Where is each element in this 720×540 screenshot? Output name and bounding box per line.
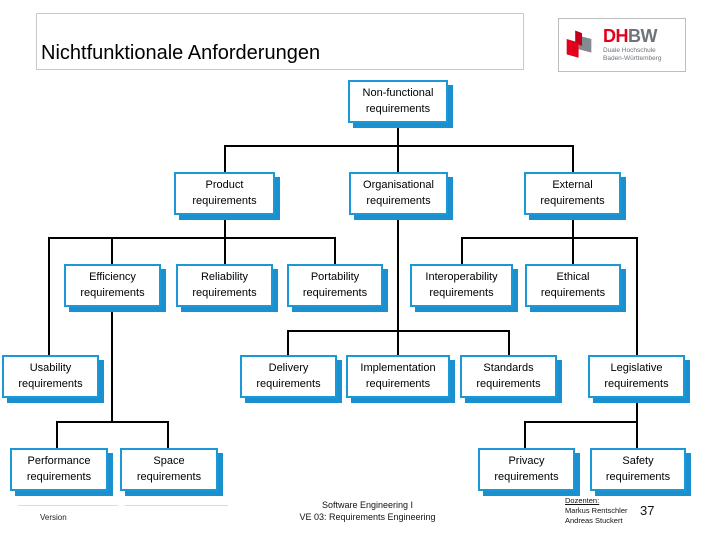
node-implementation-requirements: Implementation requirements [346, 355, 450, 398]
connector-efficiency-bar [56, 421, 169, 423]
connector-drop-delivery [287, 330, 289, 355]
page-number: 37 [640, 503, 655, 518]
page-title: Nichtfunktionale Anforderungen [41, 42, 321, 64]
node-safety-requirements: Safety requirements [590, 448, 686, 491]
dhbw-wordmark: DHBW [603, 27, 662, 45]
footer-course-line2: VE 03: Requirements Engineering [299, 511, 436, 522]
connector-drop-external [572, 145, 574, 172]
footer-lecturer-1: Markus Rentschler [565, 505, 628, 515]
connector-drop-product [224, 145, 226, 172]
footer-lecturers: Dozenten: Markus Rentschler Andreas Stuc… [565, 496, 628, 525]
footer-lecturer-2: Andreas Stuckert [565, 515, 623, 525]
connector-product-stem [224, 215, 226, 237]
connector-organisational-stem [397, 215, 399, 330]
connector-efficiency-stem [111, 307, 113, 421]
title-placeholder: Nichtfunktionale Anforderungen [36, 13, 524, 70]
connector-drop-privacy [524, 421, 526, 448]
connector-drop-portability [334, 237, 336, 264]
dhbw-subtitle: Duale Hochschule Baden-Württemberg [603, 47, 662, 63]
node-product-requirements: Product requirements [174, 172, 275, 215]
node-standards-requirements: Standards requirements [460, 355, 557, 398]
node-usability-requirements: Usability requirements [2, 355, 99, 398]
node-ethical-requirements: Ethical requirements [525, 264, 621, 307]
node-organisational-requirements: Organisational requirements [349, 172, 448, 215]
connector-root-stem [397, 123, 399, 145]
connector-drop-implementation [397, 330, 399, 355]
dhbw-wordmark-dh: DH [603, 25, 629, 46]
node-interoperability-requirements: Interoperability requirements [410, 264, 513, 307]
footer-divider-left [18, 505, 118, 506]
footer-divider-right [125, 505, 228, 506]
node-performance-requirements: Performance requirements [10, 448, 108, 491]
connector-drop-space [167, 421, 169, 448]
footer-course-info: Software Engineering I VE 03: Requiremen… [250, 500, 485, 523]
connector-drop-usability [48, 237, 50, 355]
node-space-requirements: Space requirements [120, 448, 218, 491]
node-portability-requirements: Portability requirements [287, 264, 383, 307]
connector-drop-interoperability [461, 237, 463, 264]
dhbw-subtitle-line1: Duale Hochschule [603, 46, 656, 54]
node-reliability-requirements: Reliability requirements [176, 264, 273, 307]
footer-course-line1: Software Engineering I [321, 500, 414, 510]
connector-drop-efficiency [111, 237, 113, 264]
footer-version-label: Version [40, 513, 67, 522]
dhbw-logo-text: DHBW Duale Hochschule Baden-Württemberg [603, 27, 662, 63]
connector-drop-organisational [397, 145, 399, 172]
connector-product-bar [48, 237, 336, 239]
node-delivery-requirements: Delivery requirements [240, 355, 337, 398]
node-non-functional-requirements: Non-functional requirements [348, 80, 448, 123]
node-external-requirements: External requirements [524, 172, 621, 215]
connector-drop-legislative [636, 237, 638, 355]
connector-external-bar [461, 237, 638, 239]
connector-level2-bar [225, 145, 574, 147]
node-privacy-requirements: Privacy requirements [478, 448, 575, 491]
connector-external-stem [572, 215, 574, 237]
connector-drop-reliability [224, 237, 226, 264]
connector-legislative-bar [524, 421, 638, 423]
dhbw-wordmark-bw: BW [628, 25, 658, 46]
dhbw-subtitle-line2: Baden-Württemberg [603, 55, 662, 62]
dhbw-logo-mark [566, 30, 592, 58]
node-legislative-requirements: Legislative requirements [588, 355, 685, 398]
connector-drop-performance [56, 421, 58, 448]
connector-legislative-stem [636, 398, 638, 448]
node-efficiency-requirements: Efficiency requirements [64, 264, 161, 307]
dhbw-logo: DHBW Duale Hochschule Baden-Württemberg [558, 18, 686, 72]
footer-lecturers-heading: Dozenten: [565, 496, 600, 505]
connector-drop-ethical [572, 237, 574, 264]
connector-drop-standards [508, 330, 510, 355]
